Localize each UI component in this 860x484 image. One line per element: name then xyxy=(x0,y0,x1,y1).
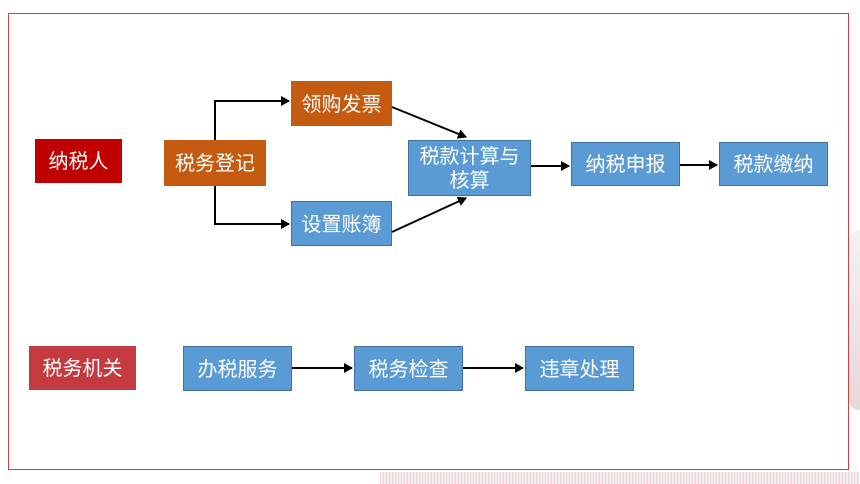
step-tax-inspection-label: 税务检查 xyxy=(368,356,449,381)
step-violation-handling: 违章处理 xyxy=(525,346,634,391)
step-tax-calculation-label-line2: 核算 xyxy=(449,168,490,192)
decorative-stripe xyxy=(380,472,860,484)
step-bookkeeping: 设置账簿 xyxy=(291,201,392,246)
actor-taxpayer: 纳税人 xyxy=(35,139,122,183)
step-invoice-purchase: 领购发票 xyxy=(291,81,392,126)
step-tax-inspection: 税务检查 xyxy=(354,346,463,391)
step-tax-filing: 纳税申报 xyxy=(571,142,680,186)
connector-registration-to-bookkeeping xyxy=(214,186,290,229)
diagram-frame xyxy=(8,13,849,470)
step-tax-registration-label: 税务登记 xyxy=(175,151,255,175)
decorative-side-tab xyxy=(849,230,860,410)
step-tax-payment: 税款缴纳 xyxy=(719,142,828,186)
step-tax-filing-label: 纳税申报 xyxy=(585,152,666,176)
step-tax-calculation-label-line1: 税款计算与 xyxy=(419,144,520,168)
step-tax-service: 办税服务 xyxy=(183,346,292,391)
step-tax-payment-label: 税款缴纳 xyxy=(733,152,814,176)
connector-invoice-to-calculation xyxy=(391,106,467,139)
step-invoice-purchase-label: 领购发票 xyxy=(301,91,382,116)
actor-tax-authority-label: 税务机关 xyxy=(42,356,123,380)
step-tax-calculation: 税款计算与 核算 xyxy=(408,140,531,196)
actor-tax-authority: 税务机关 xyxy=(29,346,136,390)
connector-bookkeeping-to-calculation xyxy=(391,196,467,233)
connector-registration-to-invoice xyxy=(214,96,290,140)
step-tax-registration: 税务登记 xyxy=(164,140,266,186)
step-tax-service-label: 办税服务 xyxy=(197,356,278,381)
step-violation-handling-label: 违章处理 xyxy=(539,356,620,381)
step-bookkeeping-label: 设置账簿 xyxy=(301,211,382,236)
actor-taxpayer-label: 纳税人 xyxy=(48,149,109,173)
